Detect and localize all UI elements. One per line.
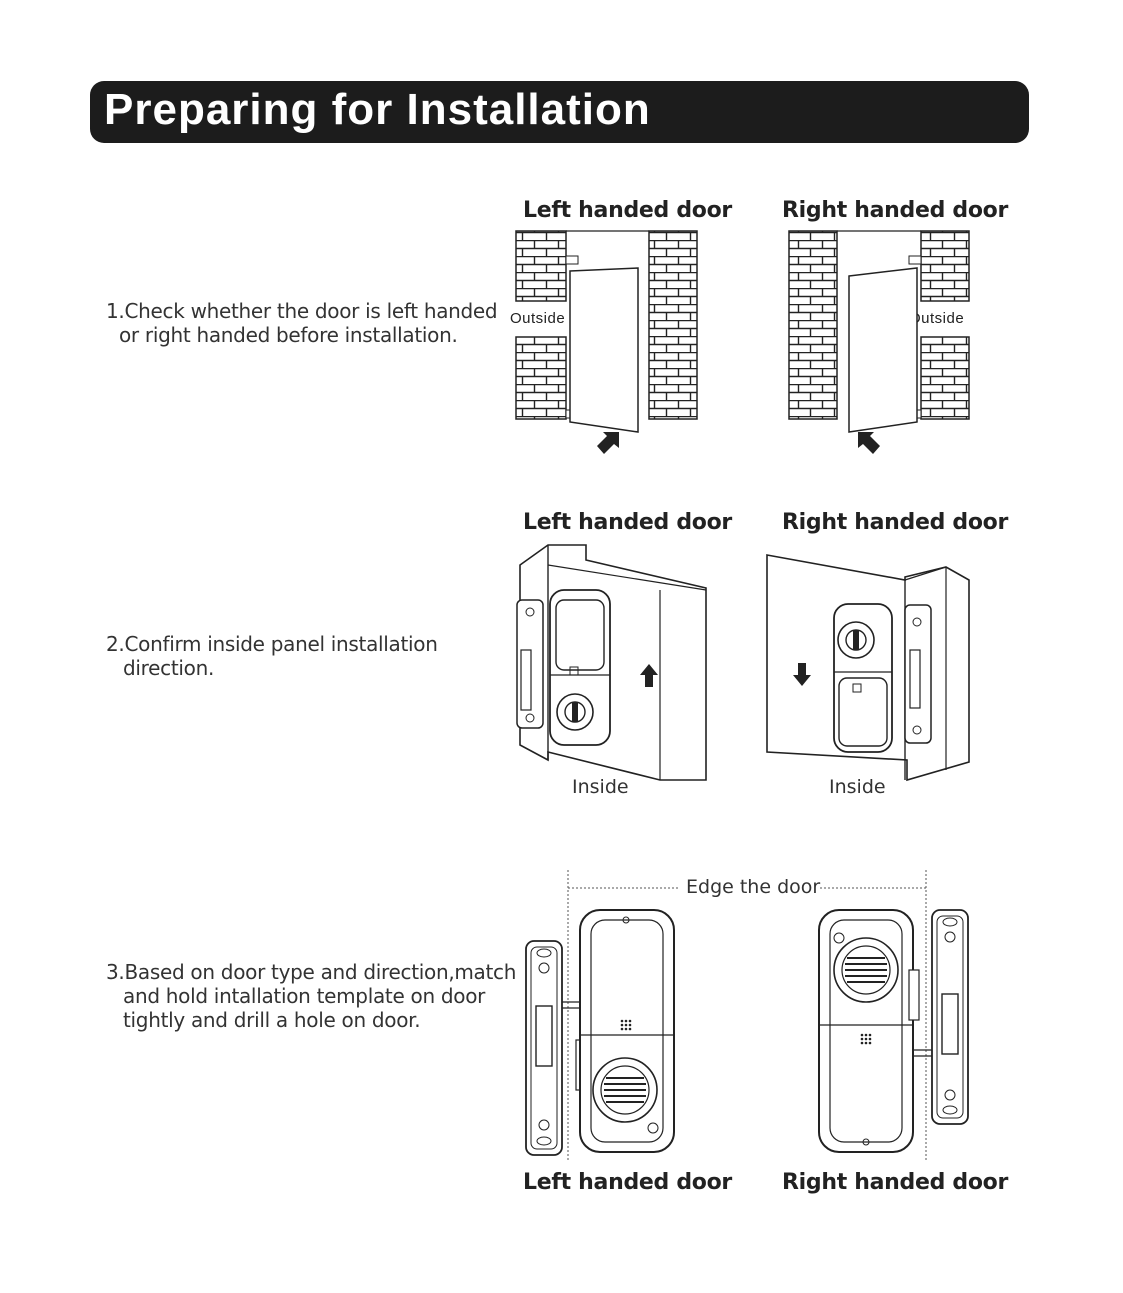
left-door-topview <box>515 230 698 454</box>
step-1-line-2: or right handed before installation. <box>119 323 458 347</box>
step-3-line-3: tightly and drill a hole on door. <box>123 1008 421 1032</box>
step-1-line-1: 1.Check whether the door is left handed <box>106 299 498 323</box>
step-3-line-1: 3.Based on door type and direction,match <box>106 960 517 984</box>
caption-right-door-2: Right handed door <box>782 510 1009 535</box>
page-title: Preparing for Installation <box>104 85 651 134</box>
left-template <box>525 909 675 1156</box>
right-template <box>818 909 969 1153</box>
step-3-line-2: and hold intallation template on door <box>123 984 486 1008</box>
step-3: 3.Based on door type and direction,match… <box>106 960 516 1032</box>
right-door-inside-panel <box>766 554 970 782</box>
edge-door-label: Edge the door <box>686 876 821 898</box>
outside-label-right: Outside <box>909 310 965 327</box>
title-banner: Preparing for Installation <box>90 81 1029 143</box>
caption-right-door-1: Right handed door <box>782 198 1009 223</box>
outside-label-left: Outside <box>510 310 566 327</box>
caption-right-door-3: Right handed door <box>782 1170 1009 1195</box>
edge-dimension <box>567 870 927 1160</box>
right-door-topview <box>788 230 970 454</box>
step-1: 1.Check whether the door is left handed … <box>106 299 498 347</box>
left-door-inside-panel <box>516 544 707 781</box>
inside-label-left: Inside <box>572 776 629 798</box>
caption-left-door-3: Left handed door <box>523 1170 732 1195</box>
inside-label-right: Inside <box>829 776 886 798</box>
step-2-line-2: direction. <box>123 656 215 680</box>
step-2-line-1: 2.Confirm inside panel installation <box>106 632 438 656</box>
caption-left-door-1: Left handed door <box>523 198 732 223</box>
caption-left-door-2: Left handed door <box>523 510 732 535</box>
step-2: 2.Confirm inside panel installation dire… <box>106 632 438 680</box>
